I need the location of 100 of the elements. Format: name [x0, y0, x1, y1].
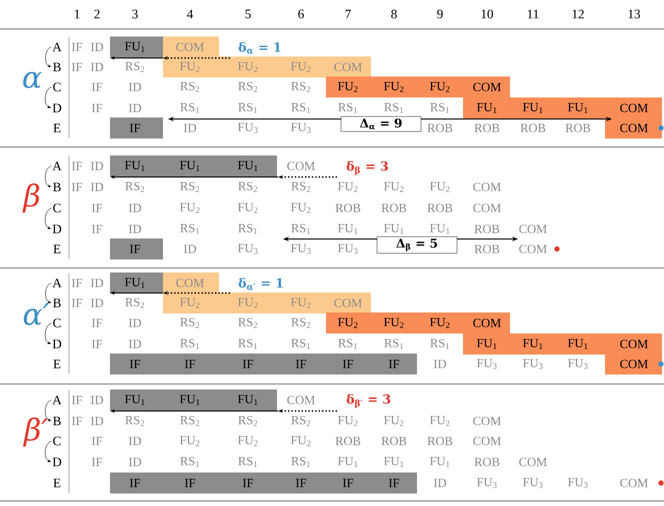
stage-label: RS$_{1}$ [338, 102, 358, 114]
stage-label: RS$_{1}$ [291, 338, 310, 350]
stage-label: FU$_{1}$ [338, 457, 358, 467]
stage-label: COM [334, 298, 362, 308]
stage-label: FU$_{2}$ [430, 416, 450, 426]
stage-label: RS$_{1}$ [180, 456, 200, 468]
stage-label: IF [72, 42, 82, 52]
stage-label: FU$_{2}$ [290, 436, 310, 446]
stage-label: IF [296, 360, 306, 368]
stage-label: IF [92, 340, 102, 348]
stage-label: FU$_{1}$ [124, 278, 144, 288]
stage-label: FU$_{3}$ [238, 122, 258, 134]
stage-label: IF [296, 478, 306, 488]
stage-label: RS$_{2}$ [238, 416, 258, 426]
row-label: C [53, 204, 61, 212]
stage-label: FU$_{2}$ [430, 318, 450, 328]
stage-label: FU$_{1}$ [384, 457, 404, 467]
stage-label: FU$_{3}$ [290, 244, 311, 254]
stage-label: IF [72, 182, 82, 192]
stage-label: RS$_{2}$ [238, 318, 258, 328]
stage-label: RS$_{1}$ [238, 224, 258, 234]
stage-label: RS$_{1}$ [430, 338, 450, 350]
stage-label: COM [620, 104, 648, 112]
stage-label: ID [184, 244, 196, 254]
stage-label: FU$_{3}$ [290, 122, 311, 134]
stage-label: RS$_{1}$ [384, 338, 404, 350]
stage-label: FU$_{2}$ [384, 182, 404, 192]
stage-label: COM [287, 162, 315, 170]
stage-label: FU$_{3}$ [568, 358, 588, 370]
stage-label: FU$_{1}$ [430, 457, 450, 467]
stage-label: FU$_{2}$ [384, 416, 404, 426]
stage-label: IF [130, 124, 140, 132]
stage-label: RS$_{1}$ [291, 102, 310, 114]
stage-label: FU$_{1}$ [522, 103, 542, 113]
stage-label: IF [184, 478, 196, 488]
stage-label: RS$_{1}$ [180, 102, 200, 114]
stage-label: COM [519, 244, 547, 254]
stage-label: IF [242, 478, 254, 488]
stage-label: FU$_{1}$ [476, 103, 496, 113]
stage-label: ID [90, 396, 104, 404]
row-label: A [52, 396, 62, 404]
row-label: A [52, 42, 62, 52]
column-number: 11 [528, 10, 538, 18]
stage-label: RS$_{1}$ [238, 102, 258, 114]
stage-label: RS$_{2}$ [291, 416, 310, 426]
stage-label: ID [184, 124, 196, 132]
stage-label: FU$_{2}$ [384, 82, 404, 92]
column-number: 5 [246, 10, 251, 18]
stage-label: FU$_{1}$ [568, 339, 588, 349]
stage-label: RS$_{1}$ [384, 102, 404, 114]
stage-label: FU$_{2}$ [290, 203, 310, 213]
stage-label: FU$_{2}$ [430, 82, 450, 92]
stage-label: ID [434, 360, 446, 368]
stage-label: ROB [566, 124, 590, 132]
stage-label: ID [128, 82, 142, 92]
dependency-arrow [44, 400, 52, 422]
stage-label: RS$_{2}$ [125, 182, 144, 192]
stage-label: IF [130, 244, 140, 254]
stage-label: FU$_{3}$ [522, 478, 543, 488]
stage-label: RS$_{1}$ [238, 456, 258, 468]
stage-label: FU$_{1}$ [238, 395, 258, 405]
row-label: D [52, 458, 62, 466]
stage-label: ID [90, 298, 104, 308]
stage-label: ID [128, 104, 142, 112]
stage-label: FU$_{1}$ [522, 339, 542, 349]
stage-label: IF [342, 360, 354, 368]
stage-label: ROB [336, 436, 360, 446]
stage-label: FU$_{3}$ [476, 358, 497, 370]
stage-label: FU$_{1}$ [238, 161, 258, 171]
row-label: B [53, 298, 61, 308]
panel-symbol: β [22, 183, 40, 213]
stage-label: ID [128, 224, 142, 234]
row-label: B [53, 62, 61, 72]
stage-label: IF [388, 478, 400, 488]
stage-label: ROB [474, 124, 500, 132]
stage-label: RS$_{2}$ [125, 416, 144, 426]
stage-label: RS$_{2}$ [125, 298, 144, 308]
stage-label: IF [72, 416, 82, 426]
stage-label: FU$_{3}$ [238, 244, 258, 254]
stage-label: IF [92, 204, 102, 212]
stage-label: IF [242, 360, 254, 368]
stage-label: FU$_{2}$ [338, 318, 358, 328]
stage-label: ROB [474, 224, 500, 234]
stage-label: FU$_{2}$ [238, 436, 258, 446]
stage-label: COM [473, 82, 501, 92]
row-label: B [53, 416, 61, 426]
stage-label: COM [519, 458, 547, 466]
stage-label: RS$_{1}$ [238, 338, 258, 350]
stage-label: IF [92, 224, 102, 234]
delta-label: δ$_{β}$ = 3 [346, 161, 388, 175]
row-label: C [53, 436, 61, 446]
stage-label: RS$_{2}$ [291, 82, 310, 92]
stage-label: IF [72, 62, 82, 72]
row-label: D [52, 340, 62, 348]
stage-label: IF [92, 104, 102, 112]
stage-label: ID [90, 416, 104, 426]
stage-label: COM [176, 278, 204, 288]
stage-label: IF [72, 396, 82, 404]
column-number: 6 [298, 10, 304, 18]
stage-label: ROB [428, 204, 452, 212]
